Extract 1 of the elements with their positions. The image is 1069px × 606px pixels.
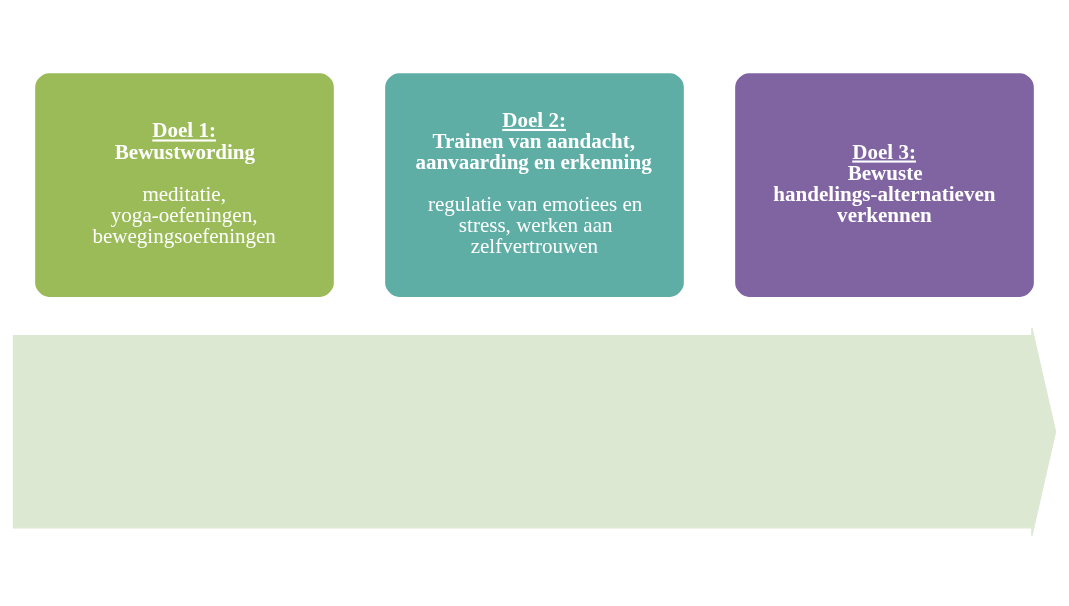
node-arrow <box>12 326 1057 536</box>
